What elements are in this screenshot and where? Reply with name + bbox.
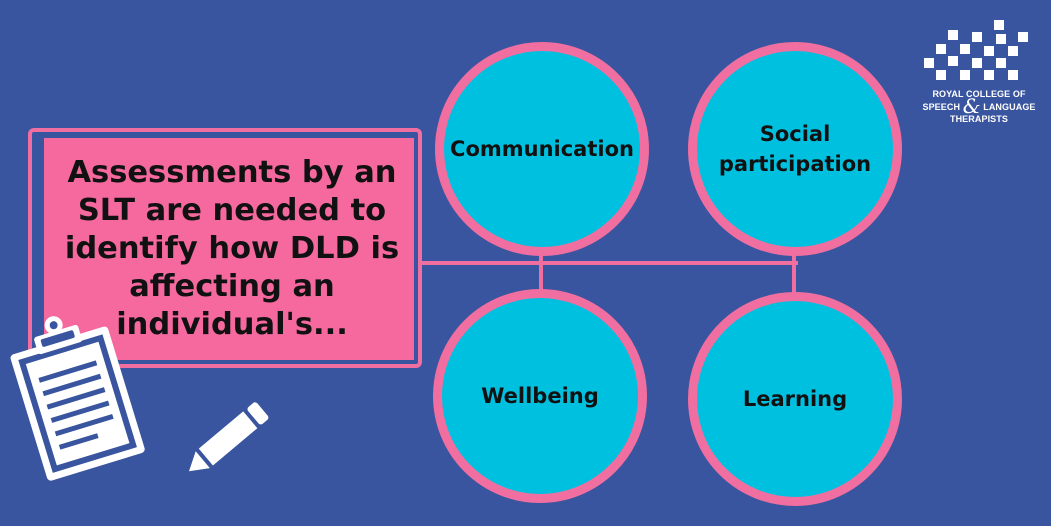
main-box-frame — [28, 128, 422, 368]
rcslt-logo: ROYAL COLLEGE OF SPEECH & LANGUAGE THERA… — [914, 18, 1044, 146]
logo-text: ROYAL COLLEGE OF SPEECH & LANGUAGE THERA… — [914, 88, 1044, 125]
logo-line-2: SPEECH & LANGUAGE — [914, 96, 1044, 116]
logo-speech: SPEECH — [922, 102, 961, 112]
connector-left-vertical — [539, 240, 543, 300]
node-label: Wellbeing — [481, 384, 599, 408]
logo-ampersand: & — [962, 94, 981, 118]
connector-right-vertical — [792, 240, 796, 300]
connector-horizontal — [422, 261, 798, 265]
node-wellbeing: Wellbeing — [433, 289, 647, 503]
node-learning: Learning — [688, 292, 902, 506]
logo-grid-icon — [924, 20, 1028, 80]
node-label: Learning — [742, 387, 848, 411]
clipboard-icon — [10, 316, 145, 481]
node-social-participation: Social participation — [688, 42, 902, 256]
logo-line-1: ROYAL COLLEGE OF — [932, 89, 1026, 99]
node-label: Communication — [450, 137, 634, 161]
node-communication: Communication — [435, 42, 649, 256]
main-statement-text: Assessments by an SLT are needed to iden… — [64, 155, 400, 342]
logo-language: LANGUAGE — [983, 102, 1036, 112]
node-label: Social participation — [718, 122, 872, 176]
pencil-icon — [188, 402, 269, 472]
main-statement-box: Assessments by an SLT are needed to iden… — [44, 138, 414, 360]
logo-line-3: THERAPISTS — [949, 114, 1008, 124]
